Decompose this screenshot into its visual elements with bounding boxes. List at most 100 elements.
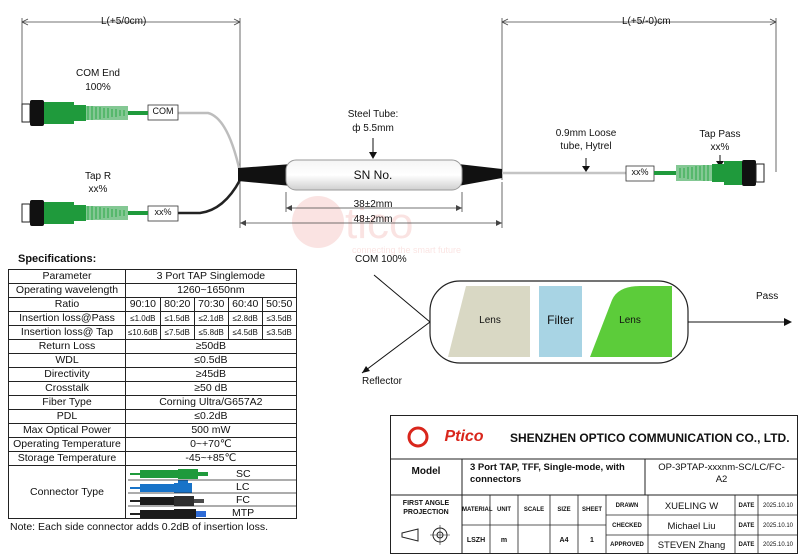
spec-value: -45~+85℃ [125,451,297,466]
tap-r-label: Tap R [84,171,112,182]
connector-sc-label: SC [236,468,251,480]
spec-param: WDL [8,353,126,368]
tube-dimensions [239,182,503,228]
spec-value: ≤0.2dB [125,409,297,424]
model-label: Model [411,466,441,477]
watermark: tico connecting the smart future [292,196,461,255]
spec-value: 500 mW [125,423,297,438]
date-approved: 2025.10.10 [762,542,794,548]
model-desc-line1: 3 Port TAP, TFF, Single-mode, with [470,462,625,473]
spec-param: PDL [8,409,126,424]
table-row: WDL≤0.5dB [8,353,297,368]
sn-label: SN No. [353,168,393,182]
length-dim-right [501,18,777,180]
il-pass-cell: ≤2.1dB [193,311,229,326]
connector-separators [128,479,296,507]
table-row: Operating wavelength 1260~1650nm [8,283,297,298]
company-name: SHENZHEN OPTICO COMMUNICATION CO., LTD. [510,431,790,445]
spec-param: Max Optical Power [8,423,126,438]
lens-left-shape [448,286,530,357]
connector-mtp-label: MTP [232,507,255,519]
table-row: Return Loss≥50dB [8,339,297,354]
table-row: Connector Type [8,465,297,519]
spec-param: Crosstalk [8,381,126,396]
role-drawn: DRAWN [615,503,639,509]
value-sheet: 1 [590,537,594,544]
tap-r-fiber [178,179,242,215]
watermark-tagline: connecting the smart future [352,245,461,255]
specifications-title: Specifications: [18,253,97,265]
connector-fc-label: FC [236,494,250,506]
spec-param: Directivity [8,367,126,382]
table-row: Directivity≥45dB [8,367,297,382]
table-row: Insertion loss@Pass ≤1.0dB ≤1.5dB ≤2.1dB… [8,311,297,326]
header-scale: SCALE [523,507,545,513]
tap-r-ratio: xx% [88,184,108,195]
lens-right-shape [590,286,672,357]
model-desc-line2: connectors [470,474,522,485]
steel-tube [285,159,463,191]
spec-param: Insertion loss@ Tap [8,325,126,340]
com-tag-text: COM [152,106,174,116]
il-tap-cell: ≤3.5dB [261,325,297,340]
optics-pass-label: Pass [756,291,779,302]
projection-line1: FIRST ANGLE [402,500,450,507]
tap-r-connector-icon [21,200,148,226]
spec-param: Storage Temperature [8,451,126,466]
role-approved: APPROVED [610,542,644,548]
tap-pass-connector-icon [654,160,765,186]
spec-param: Insertion loss@Pass [8,311,126,326]
date-label-approved: DATE [738,542,755,548]
connector-type-label: Connector Type [8,465,126,519]
projection-symbol-icon [401,525,450,545]
loose-tube-line1: 0.9mm Loose [555,128,617,139]
table-row: Storage Temperature-45~+85℃ [8,451,297,466]
spec-param: Parameter [8,269,126,284]
role-checked: CHECKED [612,523,642,529]
name-checked: Michael Liu [667,521,716,532]
length-right-label: L(+5/-0)cm [622,16,671,27]
logo-rest: Ptico [444,428,484,445]
left-boot [238,164,292,186]
ratio-cell: 70:30 [193,297,229,312]
tap-pass-ratio: xx% [710,142,730,153]
il-tap-cell: ≤5.8dB [193,325,229,340]
spec-param: Operating wavelength [8,283,126,298]
com-connector-icon [21,100,148,126]
optics-com-label: COM 100% [355,254,407,265]
date-checked: 2025.10.10 [762,523,794,529]
spec-value: 1260~1650nm [125,283,297,298]
specifications-table: Parameter 3 Port TAP Singlemode Operatin… [8,269,297,519]
date-drawn: 2025.10.10 [762,503,794,509]
filter-label: Filter [547,313,574,327]
header-unit: UNIT [497,507,511,513]
dim-outer-label: 48±2mm [353,214,393,225]
table-row: Ratio 90:10 80:20 70:30 60:40 50:50 [8,297,297,312]
filter-shape [539,286,582,357]
dim-inner-label: 38±2mm [353,199,393,210]
steel-tube-label: Steel Tube: [347,109,399,120]
il-pass-cell: ≤1.5dB [159,311,195,326]
optics-reflector-label: Reflector [362,376,403,387]
table-row: Insertion loss@ Tap ≤10.6dB ≤7.5dB ≤5.8d… [8,325,297,340]
company-logo [407,426,429,448]
loose-tube-line2: tube, Hytrel [560,141,612,152]
header-material: MATERIAL [462,507,493,513]
value-unit: m [500,537,508,544]
com-end-label: COM End [76,68,120,79]
name-approved: STEVEN Zhang [657,540,726,551]
connector-lc-label: LC [236,481,250,493]
spec-param: Return Loss [8,339,126,354]
title-block-frame [390,415,798,554]
table-row: Parameter 3 Port TAP Singlemode [8,269,297,284]
steel-tube-diameter: ф 5.5mm [352,123,394,134]
lens-right-label: Lens [619,315,641,326]
projection-line2: PROJECTION [403,509,449,516]
spec-value: ≤0.5dB [125,353,297,368]
length-left-label: L(+5/0cm) [101,16,147,27]
spec-value: ≥50 dB [125,381,297,396]
il-tap-cell: ≤4.5dB [227,325,263,340]
com-input-line [373,274,431,323]
spec-param: Operating Temperature [8,437,126,452]
